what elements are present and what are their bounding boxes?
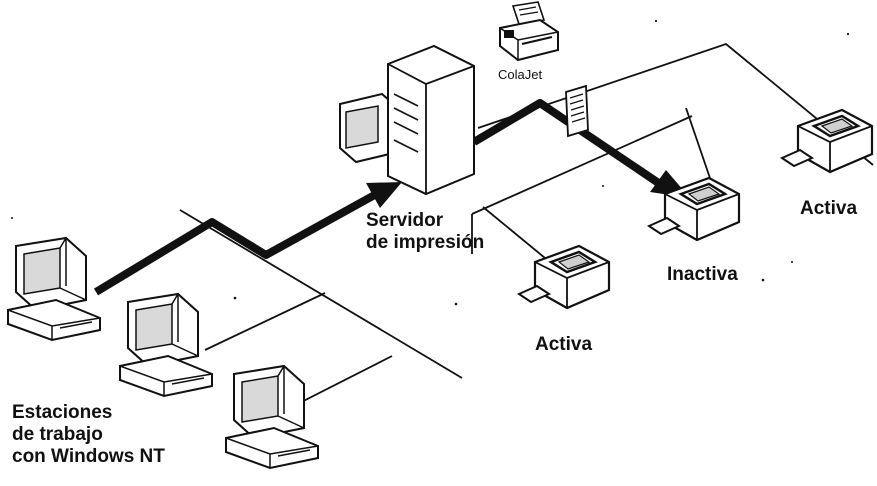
workstations-label: Estaciones de trabajo con Windows NT [12,402,165,468]
scan-specks [11,19,850,306]
printer-left-icon [517,244,611,310]
server-label: Servidor de impresión [366,210,484,254]
document-icon [565,84,589,138]
workstations-label-line-1: Estaciones [12,402,113,423]
arrow-to-server [366,182,402,208]
print-server-icon [339,44,475,196]
printer-right-label: Activa [800,198,858,219]
workstation-2-icon [119,293,213,397]
network-cables [179,42,874,419]
workstation-1-icon [7,237,101,341]
server-label-line-1: Servidor [366,210,444,231]
queue-icon [499,1,559,62]
queue-label: ColaJet [498,67,543,82]
workstations-label-line-3: con Windows NT [12,446,165,467]
workstations-label-line-2: de trabajo [12,424,103,445]
printer-center-label: Inactiva [667,264,738,285]
printer-left-label: Activa [535,334,593,355]
print-job-path [93,99,663,296]
server-label-line-2: de impresión [366,232,485,253]
workstation-3-icon [225,365,319,469]
printer-right-icon [780,108,874,174]
